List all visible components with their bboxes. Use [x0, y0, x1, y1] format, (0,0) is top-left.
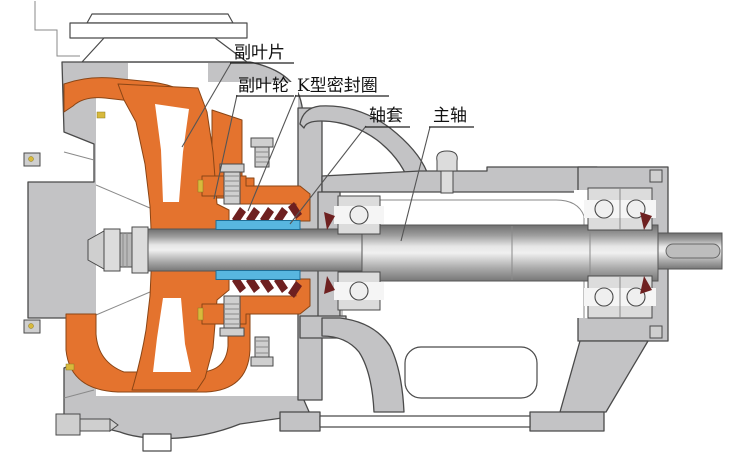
leader-main-shaft — [400, 126, 431, 242]
drain-boss — [142, 433, 172, 452]
gasket-dot-bottom — [28, 323, 34, 329]
lip-seal-right-top — [640, 212, 652, 230]
suction-flange-edge-outline — [34, 1, 80, 57]
lip-seal-right-bottom — [640, 276, 652, 294]
leader-k-seal-ring — [247, 94, 297, 212]
base-left-foot — [279, 411, 321, 432]
foot-bolt-shank — [79, 418, 111, 432]
discharge-flange-raised-face — [86, 13, 234, 24]
label-aux-vane: 副叶片 — [234, 43, 285, 63]
casing-joint-line — [63, 389, 95, 399]
base-middle-strip — [319, 415, 531, 428]
lip-seal-left-top — [324, 212, 335, 230]
gland-bolt-top-head — [219, 163, 245, 173]
casing-stud-top-threads — [255, 151, 269, 163]
gland-bolt-bottom-threads — [225, 303, 239, 325]
right-bearing-ball-top-1 — [594, 199, 614, 219]
gasket-strip-4 — [65, 363, 75, 371]
foot-bolt-head — [55, 413, 81, 436]
suction-cone-lines — [95, 184, 151, 316]
discharge-neck — [81, 37, 248, 63]
oiler-cap — [436, 150, 458, 172]
gland-bolt-bottom-head — [219, 327, 245, 337]
leader-shaft-sleeve — [289, 125, 367, 225]
frame-right-leg — [559, 340, 649, 413]
leader-aux-vane — [181, 62, 232, 148]
k-seal-chevrons-bottom — [232, 276, 302, 298]
foot-bolt-tip — [109, 418, 119, 432]
gasket-strip-2 — [197, 179, 204, 193]
end-cover-bolt-bottom — [649, 325, 663, 339]
shaft-keyway — [665, 243, 721, 259]
leader-aux-impeller — [213, 94, 238, 200]
gland-bolt-top — [223, 169, 241, 205]
label-k-seal-ring: K型密封圈 — [297, 76, 378, 96]
impeller-passage-bottom — [153, 298, 191, 372]
label-shaft-sleeve: 轴套 — [369, 106, 403, 126]
label-main-shaft: 主轴 — [433, 106, 467, 126]
discharge-flange — [69, 22, 248, 39]
wear-plate-joint-line — [63, 151, 95, 161]
shaft-sleeve-top — [215, 220, 301, 230]
gland-bolt-bottom — [223, 295, 241, 331]
main-shaft-body — [361, 224, 659, 282]
casing-stud-top-head — [250, 137, 274, 148]
end-cover-bolt-top — [649, 169, 663, 183]
casing-stud-bottom-head — [250, 356, 274, 367]
shaft-sleeve-section — [147, 228, 365, 272]
gasket-strip-3 — [197, 307, 204, 321]
frame-window — [404, 346, 538, 399]
k-seal-chevrons-top — [232, 202, 302, 224]
shaft-lock-washer — [119, 232, 133, 268]
gasket-dot-top — [28, 156, 34, 162]
casing-stud-bottom-threads — [255, 340, 269, 354]
gland-bolt-top-threads — [225, 175, 239, 197]
left-bearing-ball-bottom — [349, 281, 369, 301]
frame-top-plate — [321, 166, 598, 193]
washer-knurl — [122, 233, 128, 267]
base-right-foot — [529, 411, 605, 432]
impeller-nut — [103, 228, 121, 272]
shaft-spacer — [131, 226, 149, 274]
left-bearing-ball-top — [349, 205, 369, 225]
discharge-throat — [128, 63, 208, 82]
impeller-passage-top — [155, 104, 189, 202]
lip-seal-left-bottom — [324, 276, 335, 294]
right-bearing-ball-bottom-1 — [594, 287, 614, 307]
frame-left-leg — [321, 317, 405, 413]
label-aux-impeller: 副叶轮 — [238, 76, 289, 96]
gasket-strip-1 — [96, 111, 106, 119]
oiler-stem — [440, 170, 454, 194]
shaft-sleeve-bottom — [215, 270, 301, 280]
